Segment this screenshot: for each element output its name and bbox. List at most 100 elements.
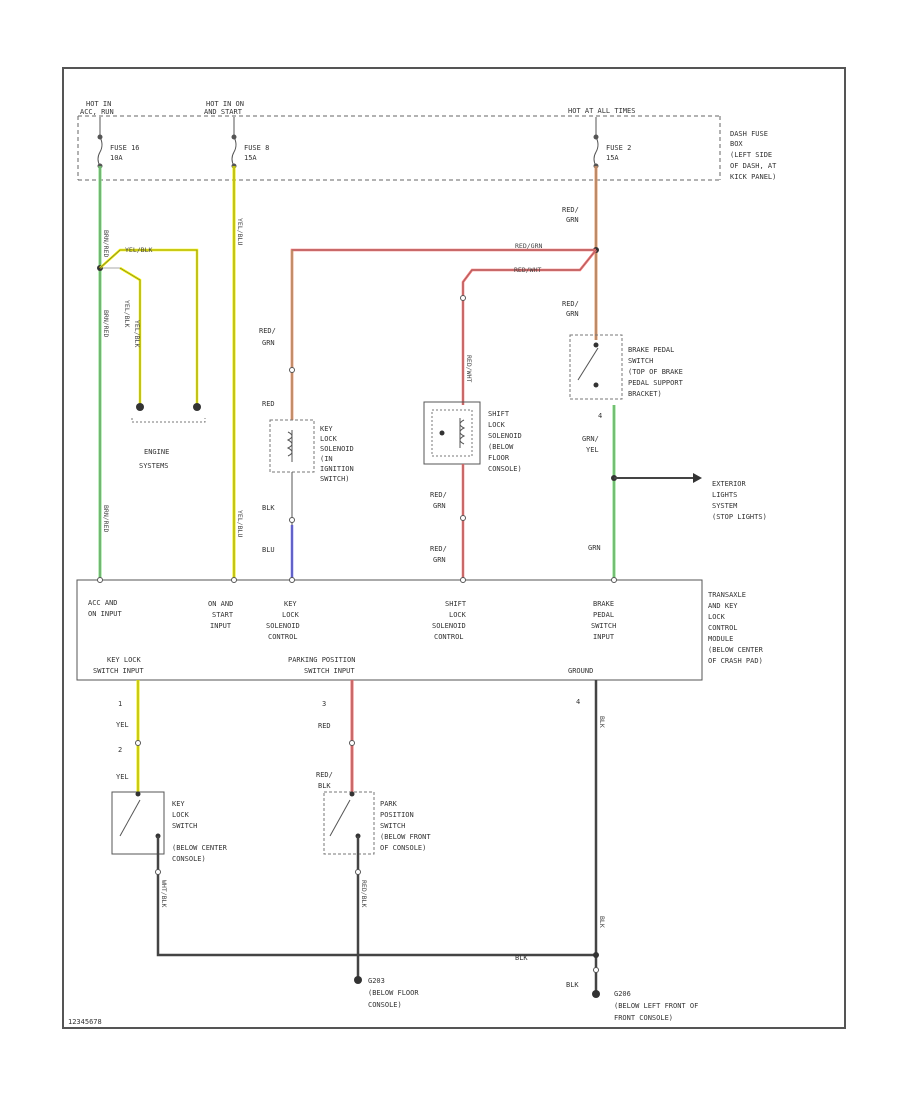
arrow-right-icon [693, 473, 702, 483]
ground-g206-label-2: (BELOW LEFT FRONT OF [614, 1002, 698, 1010]
wire-label-red-grn-fuse2-1: RED/ [562, 206, 579, 214]
connector-engine-2-icon [193, 403, 201, 411]
ground-g203-label-2: (BELOW FLOOR [368, 989, 419, 997]
fuse-16-name: FUSE 16 [110, 144, 140, 152]
module-on-start-1: ON AND [208, 600, 233, 608]
wire-label-red-wht-v: RED/WHT [465, 355, 473, 382]
feed-on-label-2: AND START [204, 108, 243, 116]
wire-key-switch-ground: WHT/BLK BLK [155, 836, 596, 962]
module-on-start-3: INPUT [210, 622, 232, 630]
brake-pedal-switch-label-2: SWITCH [628, 357, 653, 365]
wire-label-brn-red-2: BRN/RED [102, 310, 110, 337]
module-ground: GROUND [568, 667, 593, 675]
module-location-7: OF CRASH PAD) [708, 657, 763, 665]
module-on-start-2: START [212, 611, 234, 619]
brake-pedal-switch-label-5: BRACKET) [628, 390, 662, 398]
key-lock-solenoid-label-3: SOLENOID [320, 445, 354, 453]
wire-label-red-b-2: BLK [318, 782, 331, 790]
brake-pedal-switch-label-3: (TOP OF BRAKE [628, 368, 683, 376]
wire-label-red-b-1: RED/ [316, 771, 333, 779]
key-lock-solenoid-label-4: (IN [320, 455, 333, 463]
wire-label-red-wht-h: RED/WHT [514, 266, 541, 274]
module-park-input-2: SWITCH INPUT [304, 667, 355, 675]
key-lock-solenoid: KEY LOCK SOLENOID (IN IGNITION SWITCH) [269, 419, 354, 483]
wire-fuse8: YEL/BLU YEL/BLU [232, 166, 244, 578]
pin-key-sw-2: 2 [118, 746, 122, 754]
wire-label-red-grn-fuse2-2: GRN [566, 216, 579, 224]
wire-shift-lock-lower: RED/ GRN RED/ GRN [430, 464, 466, 578]
ground-g206-label-3: FRONT CONSOLE) [614, 1014, 673, 1022]
module-key-lock-1: KEY [284, 600, 297, 608]
key-lock-solenoid-label-1: KEY [320, 425, 333, 433]
exterior-lights-label-4: (STOP LIGHTS) [712, 513, 767, 521]
engine-systems-label-2: SYSTEMS [139, 462, 169, 470]
pin-park-3: 3 [322, 700, 326, 708]
module-brake-2: PEDAL [593, 611, 614, 619]
fuse-box-location-3: (LEFT SIDE [730, 151, 772, 159]
shift-lock-solenoid-label-2: LOCK [488, 421, 506, 429]
ground-g203-label-1: G203 [368, 977, 385, 985]
wire-label-grn: GRN [588, 544, 601, 552]
wire-label-red-grn-shift2-2: GRN [433, 556, 446, 564]
brake-pedal-switch-label-4: PEDAL SUPPORT [628, 379, 684, 387]
feed-on-label: HOT IN ON [206, 100, 244, 108]
module-acc-input-2: ON INPUT [88, 610, 123, 618]
wire-label-red-grn-shift-2: GRN [433, 502, 446, 510]
wire-fuse2: RED/ GRN RED/ GRN [562, 166, 599, 340]
wire-label-yel-blk-side: YEL/BLK [123, 300, 131, 327]
park-position-switch-label-3: SWITCH [380, 822, 405, 830]
wire-label-red-grn-shift-1: RED/ [430, 491, 447, 499]
fuse-8-rating: 15A [244, 154, 257, 162]
pin-key-sw-1: 1 [118, 700, 122, 708]
key-lock-solenoid-label-6: SWITCH) [320, 475, 350, 483]
pin-brake-4: 4 [598, 412, 602, 420]
wire-label-yel-a: YEL [116, 721, 129, 729]
shift-lock-solenoid-label-1: SHIFT [488, 410, 510, 418]
module-location-1: TRANSAXLE [708, 591, 746, 599]
fuse-2-name: FUSE 2 [606, 144, 631, 152]
park-position-switch-label-2: POSITION [380, 811, 414, 819]
control-module: ACC AND ON INPUT ON AND START INPUT KEY … [76, 577, 764, 681]
wire-label-grn-yel-1: GRN/ [582, 435, 599, 443]
wire-label-grn-yel-2: YEL [586, 446, 599, 454]
fuse-8-name: FUSE 8 [244, 144, 269, 152]
fuse-16-icon [97, 134, 103, 169]
module-key-lock-4: CONTROL [268, 633, 298, 641]
park-position-switch-label-1: PARK [380, 800, 398, 808]
wire-key-lock-lower: BLK BLU [262, 472, 295, 578]
wire-label-blu-key: BLU [262, 546, 275, 554]
pin-ground-4: 4 [576, 698, 580, 706]
fuse-16-rating: 10A [110, 154, 123, 162]
wire-label-wht-blk: WHT/BLK [160, 880, 168, 907]
module-location-5: MODULE [708, 635, 733, 643]
footer-code: 12345678 [68, 1018, 102, 1026]
wire-label-blk-a: BLK [598, 716, 606, 728]
module-shift-lock-4: CONTROL [434, 633, 464, 641]
wire-label-red-key: RED [262, 400, 275, 408]
key-lock-switch: KEY LOCK SWITCH (BELOW CENTER CONSOLE) [111, 791, 228, 863]
park-position-switch-label-4: (BELOW FRONT [380, 833, 431, 841]
wire-label-yel-blu-1: YEL/BLU [236, 218, 244, 245]
wire-label-blk-pp: BLK [566, 981, 579, 989]
feed-acc-label-2: ACC, RUN [80, 108, 114, 116]
ground-g203-label-3: CONSOLE) [368, 1001, 402, 1009]
wire-label-blk-b: BLK [598, 916, 606, 928]
shift-lock-solenoid-label-3: SOLENOID [488, 432, 522, 440]
module-location-3: LOCK [708, 613, 726, 621]
module-key-lock-3: SOLENOID [266, 622, 300, 630]
wire-shift-lock-feed: RED/WHT RED/WHT [460, 249, 597, 405]
module-park-input-1: PARKING POSITION [288, 656, 355, 664]
wire-fuse16: BRN/RED BRN/RED BRN/RED [97, 166, 110, 578]
diagram-frame [62, 67, 846, 1029]
fuse-box-location-4: OF DASH, AT [730, 162, 777, 170]
key-lock-switch-label-5: CONSOLE) [172, 855, 206, 863]
module-brake-1: BRAKE [593, 600, 614, 608]
wire-label-blk-bottom: BLK [515, 954, 528, 962]
shift-lock-solenoid-label-6: CONSOLE) [488, 465, 522, 473]
wire-label-yel-blk-loop: YEL/BLK [133, 320, 141, 347]
wire-key-lock-switch: 1 YEL 2 YEL [116, 680, 141, 792]
wire-module-ground: 4 BLK BLK BLK G206 (BELOW LEFT FRONT OF … [566, 680, 698, 1022]
module-brake-3: SWITCH [591, 622, 616, 630]
exterior-lights-label-1: EXTERIOR [712, 480, 747, 488]
wire-brake-output: 4 GRN/ YEL GRN EXTERIOR LIGHTS SYSTEM (S… [582, 405, 767, 578]
